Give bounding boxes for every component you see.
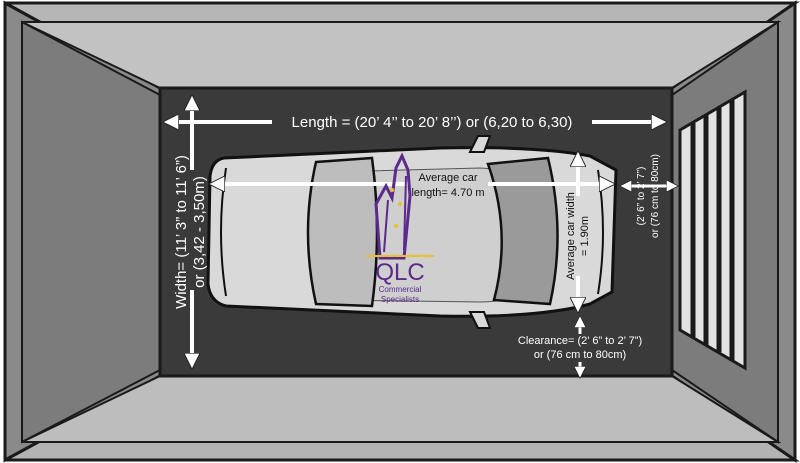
door-gap-label-line2: or (76 cm to 80cm) [650,154,661,238]
car-length-label-line1: Average car [418,172,477,184]
width-label-line1: Width= (11’ 3” to 11’ 6”) [173,155,190,309]
garage-door [678,89,747,371]
logo-name: QLC [375,259,424,286]
width-label-line2: or (3,42 - 3,50m) [191,176,208,288]
qlc-logo: QLC Commercial Specialists [366,152,434,304]
logo-tagline-line2: Specialists [381,295,419,304]
car-width-label-line2: = 1.90m [579,216,591,256]
clearance-label-line2: or (76 cm to 80cm) [534,349,626,361]
length-label: Length = (20’ 4’’ to 20’ 8’’) or (6,20 t… [292,114,573,131]
car-width-label-line1: Average car width [565,192,577,280]
logo-tagline-line1: Commercial [379,285,422,294]
car-top-view [206,135,618,329]
door-gap-label-line1: (2’ 6” to 2’ 7”) [636,167,647,226]
left-wall-panel [21,20,161,444]
clearance-label-line1: Clearance= (2’ 6” to 2’ 7”) [518,335,642,347]
car-length-label-line2: length= 4.70 m [411,187,484,199]
